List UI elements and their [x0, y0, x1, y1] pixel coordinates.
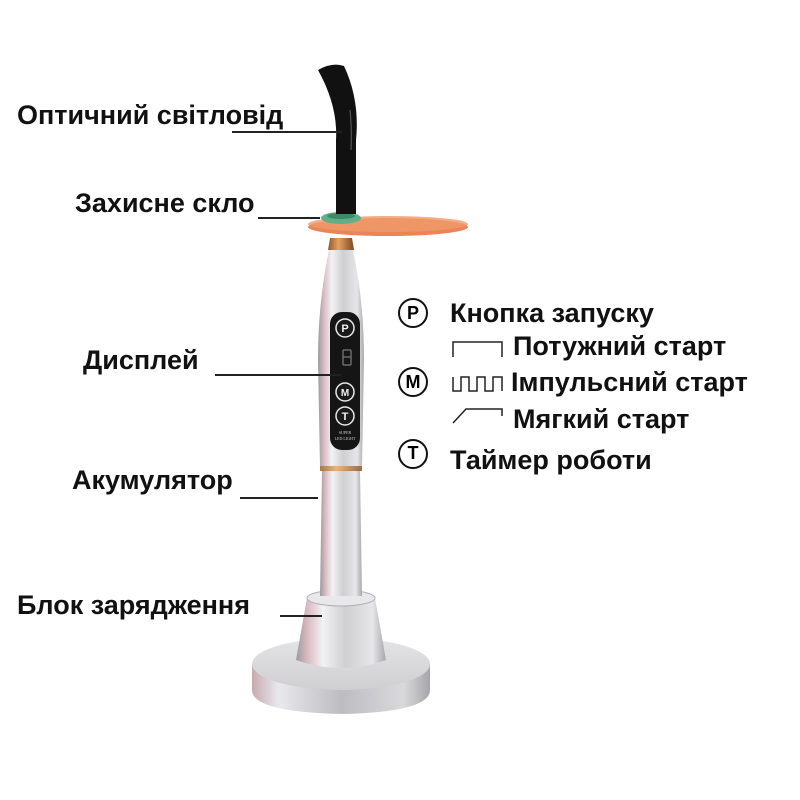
- legend-text-soft-start: Мягкий старт: [513, 404, 690, 434]
- legend-item-mode-button: M: [398, 367, 428, 397]
- ramp-wave-icon: [452, 408, 503, 424]
- legend-item-timer-button: T Таймер роботи: [398, 433, 652, 474]
- leader-line-protective-glass: [258, 217, 320, 219]
- label-optical-guide: Оптичний світловід: [17, 100, 284, 130]
- protective-shield: [308, 212, 468, 236]
- leader-line-charging-base: [280, 615, 322, 617]
- charging-base: [252, 589, 430, 714]
- legend-text-timer: Таймер роботи: [450, 445, 652, 475]
- svg-text:T: T: [342, 411, 349, 423]
- label-protective-glass: Захисне скло: [75, 188, 255, 218]
- leader-line-optical-guide: [232, 131, 342, 133]
- leader-line-battery: [240, 497, 318, 499]
- svg-text:SUPER: SUPER: [339, 430, 352, 435]
- battery-body: [320, 470, 362, 596]
- label-display: Дисплей: [83, 345, 199, 375]
- label-charging-base: Блок зарядження: [17, 590, 250, 620]
- step-wave-icon: [452, 341, 503, 357]
- light-guide: [318, 64, 357, 215]
- pulse-wave-icon: [452, 376, 503, 392]
- svg-text:M: M: [341, 388, 349, 399]
- legend-text-power-start: Потужний старт: [513, 331, 727, 361]
- svg-text:P: P: [341, 323, 348, 335]
- control-panel: P M T SUPER LED LIGHT: [330, 312, 360, 450]
- t-button-icon: T: [398, 438, 428, 469]
- leader-line-display: [215, 374, 341, 376]
- label-battery: Акумулятор: [72, 465, 233, 495]
- p-button-icon: P: [398, 298, 428, 328]
- svg-text:LED LIGHT: LED LIGHT: [335, 436, 356, 441]
- m-button-icon: M: [398, 367, 428, 397]
- legend-text-start: Кнопка запуску: [450, 297, 654, 328]
- legend-item-start-button: P Кнопка запуску: [398, 298, 654, 328]
- legend-text-pulse-start: Імпульсний старт: [511, 367, 748, 397]
